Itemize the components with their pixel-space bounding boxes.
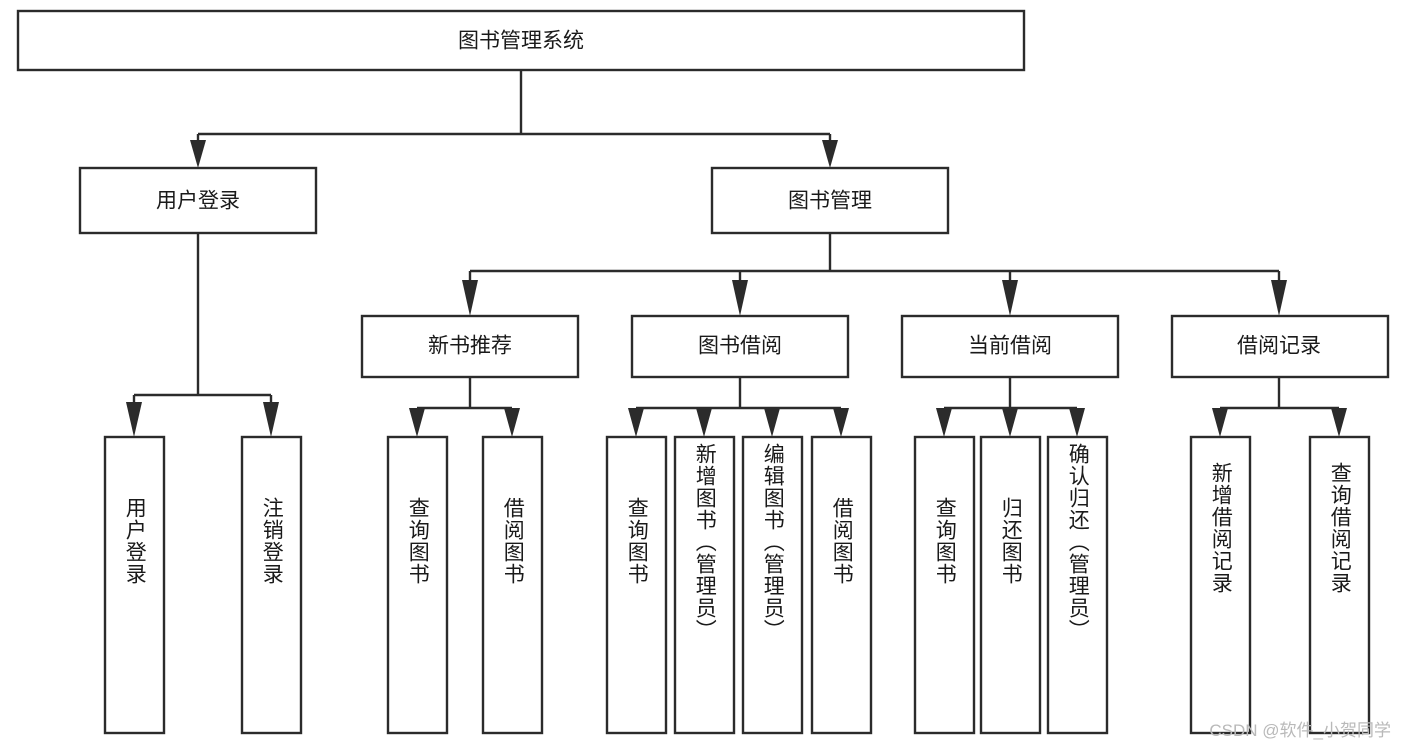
node-borrow-records[interactable]: 借阅记录 [1170, 314, 1390, 379]
arrow-bookmgmt-new-books [462, 280, 478, 316]
arrow-current-leaf-3 [1069, 408, 1085, 437]
leaf-box-logout[interactable] [240, 435, 303, 735]
connector-group-login [126, 233, 279, 437]
arrow-borrow-leaf-2 [696, 408, 712, 437]
book-borrow-label: 图书借阅 [698, 335, 782, 358]
new-book-recommend-box[interactable] [360, 314, 580, 379]
connector-group-new-books [409, 377, 520, 437]
borrow-records-label: 借阅记录 [1237, 335, 1321, 358]
arrow-borrow-leaf-4 [833, 408, 849, 437]
arrow-borrow-leaf-1 [628, 408, 644, 437]
arrow-new-books-leaf-2 [504, 408, 520, 437]
node-new-book-recommend[interactable]: 新书推荐 [360, 314, 580, 379]
csdn-watermark: CSDN @软件_小贺同学 [1209, 721, 1391, 740]
node-book-borrow[interactable]: 图书借阅 [630, 314, 850, 379]
leaf-box-confirm-return-admin[interactable] [1046, 435, 1109, 735]
leaf-box-user-login[interactable] [103, 435, 166, 735]
connector-group-borrow [628, 377, 849, 437]
leaf-box-borrow-books-1[interactable] [481, 435, 544, 735]
node-book-management[interactable]: 图书管理 [710, 166, 950, 235]
book-borrow-box[interactable] [630, 314, 850, 379]
arrow-records-leaf-1 [1212, 408, 1228, 437]
arrow-root-to-login [190, 140, 206, 168]
leaf-box-query-books-3[interactable] [913, 435, 976, 735]
borrow-records-box[interactable] [1170, 314, 1390, 379]
arrow-bookmgmt-records [1271, 280, 1287, 316]
new-book-recommend-label: 新书推荐 [428, 335, 512, 358]
user-login-label: 用户登录 [156, 190, 240, 213]
book-management-label: 图书管理 [788, 190, 872, 213]
leaf-box-add-record[interactable] [1189, 435, 1252, 735]
leaf-boxes-group [103, 435, 1371, 735]
connector-group-root [190, 70, 838, 168]
root-label: 图书管理系统 [458, 30, 584, 53]
arrow-bookmgmt-borrow [732, 280, 748, 316]
arrow-root-to-bookmgmt [822, 140, 838, 168]
root-box[interactable] [16, 9, 1026, 72]
connector-group-current [936, 377, 1085, 437]
leaf-box-query-books-2[interactable] [605, 435, 668, 735]
connector-group-records [1212, 377, 1347, 437]
current-borrow-box[interactable] [900, 314, 1120, 379]
node-root[interactable]: 图书管理系统 [16, 9, 1026, 72]
leaf-box-query-record[interactable] [1308, 435, 1371, 735]
arrow-records-leaf-2 [1331, 408, 1347, 437]
arrow-bookmgmt-current [1002, 280, 1018, 316]
leaf-box-query-books-1[interactable] [386, 435, 449, 735]
arrow-login-leaf-2 [263, 402, 279, 437]
arrow-login-leaf-1 [126, 402, 142, 437]
user-login-box[interactable] [78, 166, 318, 235]
leaf-box-borrow-books-2[interactable] [810, 435, 873, 735]
node-current-borrow[interactable]: 当前借阅 [900, 314, 1120, 379]
leaf-box-edit-book-admin[interactable] [741, 435, 804, 735]
leaf-box-add-book-admin[interactable] [673, 435, 736, 735]
arrow-borrow-leaf-3 [764, 408, 780, 437]
leaf-box-return-books[interactable] [979, 435, 1042, 735]
arrow-new-books-leaf-1 [409, 408, 425, 437]
connector-group-bookmgmt [462, 233, 1287, 316]
node-user-login[interactable]: 用户登录 [78, 166, 318, 235]
arrow-current-leaf-1 [936, 408, 952, 437]
arrow-current-leaf-2 [1002, 408, 1018, 437]
book-management-box[interactable] [710, 166, 950, 235]
current-borrow-label: 当前借阅 [968, 335, 1052, 358]
